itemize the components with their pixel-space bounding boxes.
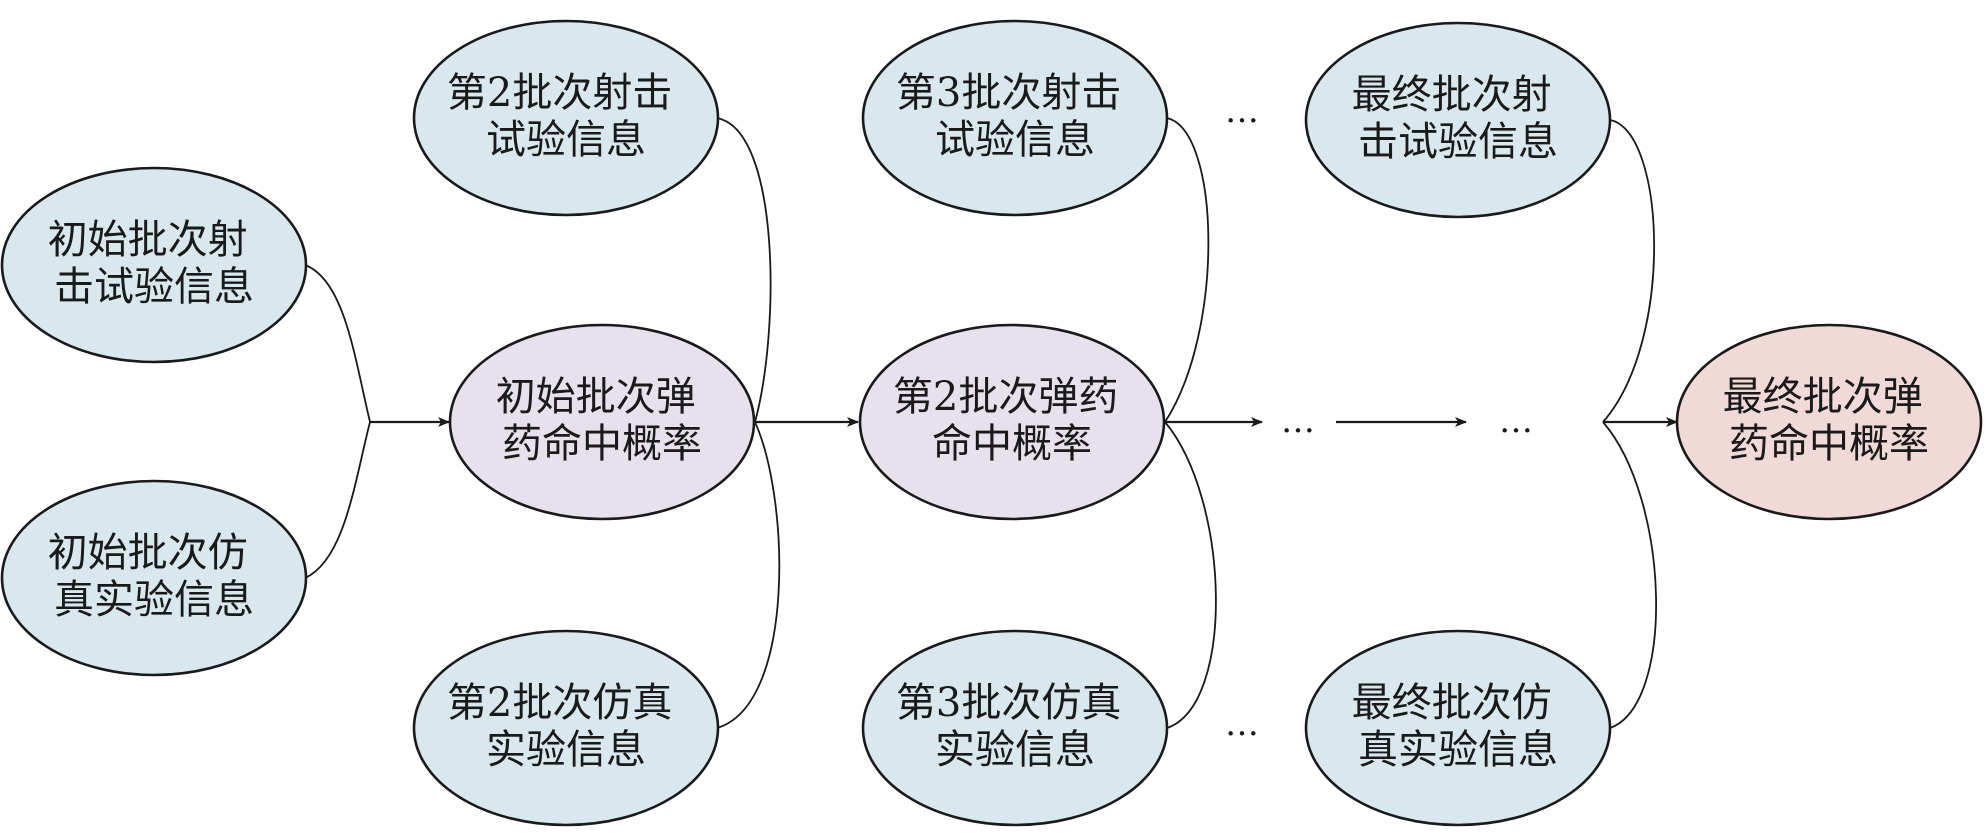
- svg-text:最终批次射 击试验信息: 最终批次射 击试验信息: [1352, 72, 1565, 165]
- node-batch3-shooting-info-shape: [861, 19, 1169, 217]
- node-batch2-hit-probability-line1: 第2批次弹药: [893, 374, 1118, 420]
- node-batch3-shooting-info-line1: 第3批次射击: [896, 70, 1121, 116]
- node-initial-simulation-info-shape: [0, 479, 308, 677]
- node-batch2-simulation-info-line2: 实验信息: [486, 727, 646, 773]
- svg-text:最终批次仿 真实验信息: 最终批次仿 真实验信息: [1352, 680, 1565, 773]
- node-batch2-simulation-info-shape: [412, 629, 720, 827]
- node-final-hit-probability-line2: 药命中概率: [1729, 421, 1929, 467]
- node-initial-simulation-info-line1: 初始批次仿: [48, 530, 248, 576]
- node-initial-simulation-info: 初始批次仿 真实验信息: [0, 479, 308, 677]
- connector-initial-simulation: [304, 421, 371, 579]
- node-initial-shooting-info-shape: [0, 166, 308, 364]
- node-batch3-simulation-info-line1: 第3批次仿真: [896, 680, 1121, 726]
- svg-text:第3批次射击 试验信息: 第3批次射击 试验信息: [896, 70, 1134, 163]
- svg-text:初始批次弹 药命中概率: 初始批次弹 药命中概率: [496, 374, 709, 467]
- node-final-simulation-info: 最终批次仿 真实验信息: [1304, 629, 1612, 827]
- svg-text:最终批次弹 药命中概率: 最终批次弹 药命中概率: [1723, 374, 1936, 467]
- svg-text:第3批次仿真 实验信息: 第3批次仿真 实验信息: [896, 680, 1134, 773]
- ellipsis-marks: … … … …: [1225, 91, 1533, 744]
- svg-text:第2批次射击 试验信息: 第2批次射击 试验信息: [447, 70, 685, 163]
- ellipsis-top: …: [1225, 91, 1259, 131]
- node-initial-hit-probability-shape: [448, 323, 756, 521]
- connector-final-simulation: [1602, 421, 1657, 729]
- svg-text:第2批次弹药 命中概率: 第2批次弹药 命中概率: [893, 374, 1131, 467]
- svg-text:初始批次仿 真实验信息: 初始批次仿 真实验信息: [48, 530, 261, 623]
- node-final-hit-probability-line1: 最终批次弹: [1723, 374, 1923, 420]
- node-initial-hit-probability: 初始批次弹 药命中概率: [448, 323, 756, 521]
- node-batch2-hit-probability: 第2批次弹药 命中概率: [858, 323, 1166, 521]
- node-final-simulation-info-shape: [1304, 629, 1612, 827]
- connector-batch2-simulation: [716, 421, 781, 729]
- node-initial-hit-probability-line1: 初始批次弹: [496, 374, 696, 420]
- node-final-shooting-info-shape: [1304, 21, 1612, 219]
- node-final-shooting-info: 最终批次射 击试验信息: [1304, 21, 1612, 219]
- node-batch2-shooting-info: 第2批次射击 试验信息: [412, 19, 720, 217]
- node-batch2-shooting-info-line1: 第2批次射击: [447, 70, 672, 116]
- node-batch2-hit-probability-shape: [858, 323, 1166, 521]
- node-batch2-simulation-info-line1: 第2批次仿真: [447, 680, 672, 726]
- connectors: [304, 117, 1657, 729]
- node-initial-shooting-info-line2: 击试验信息: [54, 264, 254, 310]
- node-batch2-shooting-info-shape: [412, 19, 720, 217]
- connector-final-shooting: [1602, 119, 1656, 423]
- node-initial-simulation-info-line2: 真实验信息: [54, 577, 254, 623]
- node-batch3-shooting-info: 第3批次射击 试验信息: [861, 19, 1169, 217]
- node-initial-hit-probability-line2: 药命中概率: [502, 421, 702, 467]
- node-batch3-shooting-info-line2: 试验信息: [935, 117, 1095, 163]
- node-final-hit-probability-shape: [1675, 323, 1983, 521]
- connector-batch3-simulation: [1164, 421, 1217, 729]
- node-final-simulation-info-line1: 最终批次仿: [1352, 680, 1552, 726]
- node-initial-shooting-info-line1: 初始批次射: [48, 217, 248, 263]
- node-batch3-simulation-info: 第3批次仿真 实验信息: [861, 629, 1169, 827]
- node-final-hit-probability: 最终批次弹 药命中概率: [1675, 323, 1983, 521]
- node-batch3-simulation-info-shape: [861, 629, 1169, 827]
- svg-text:初始批次射 击试验信息: 初始批次射 击试验信息: [48, 217, 261, 310]
- node-batch2-simulation-info: 第2批次仿真 实验信息: [412, 629, 720, 827]
- connector-batch3-shooting: [1164, 117, 1210, 423]
- node-final-shooting-info-line2: 击试验信息: [1358, 119, 1558, 165]
- node-batch2-hit-probability-line2: 命中概率: [932, 421, 1092, 467]
- svg-text:第2批次仿真 实验信息: 第2批次仿真 实验信息: [447, 680, 685, 773]
- ellipsis-middle-right: …: [1499, 401, 1533, 441]
- ellipsis-bottom: …: [1225, 704, 1259, 744]
- node-final-simulation-info-line2: 真实验信息: [1358, 727, 1558, 773]
- ellipsis-middle-left: …: [1281, 401, 1315, 441]
- node-batch3-simulation-info-line2: 实验信息: [935, 727, 1095, 773]
- connector-initial-shooting: [304, 264, 371, 423]
- node-initial-shooting-info: 初始批次射 击试验信息: [0, 166, 308, 364]
- node-final-shooting-info-line1: 最终批次射: [1352, 72, 1552, 118]
- node-batch2-shooting-info-line2: 试验信息: [486, 117, 646, 163]
- connector-batch2-shooting: [716, 117, 772, 423]
